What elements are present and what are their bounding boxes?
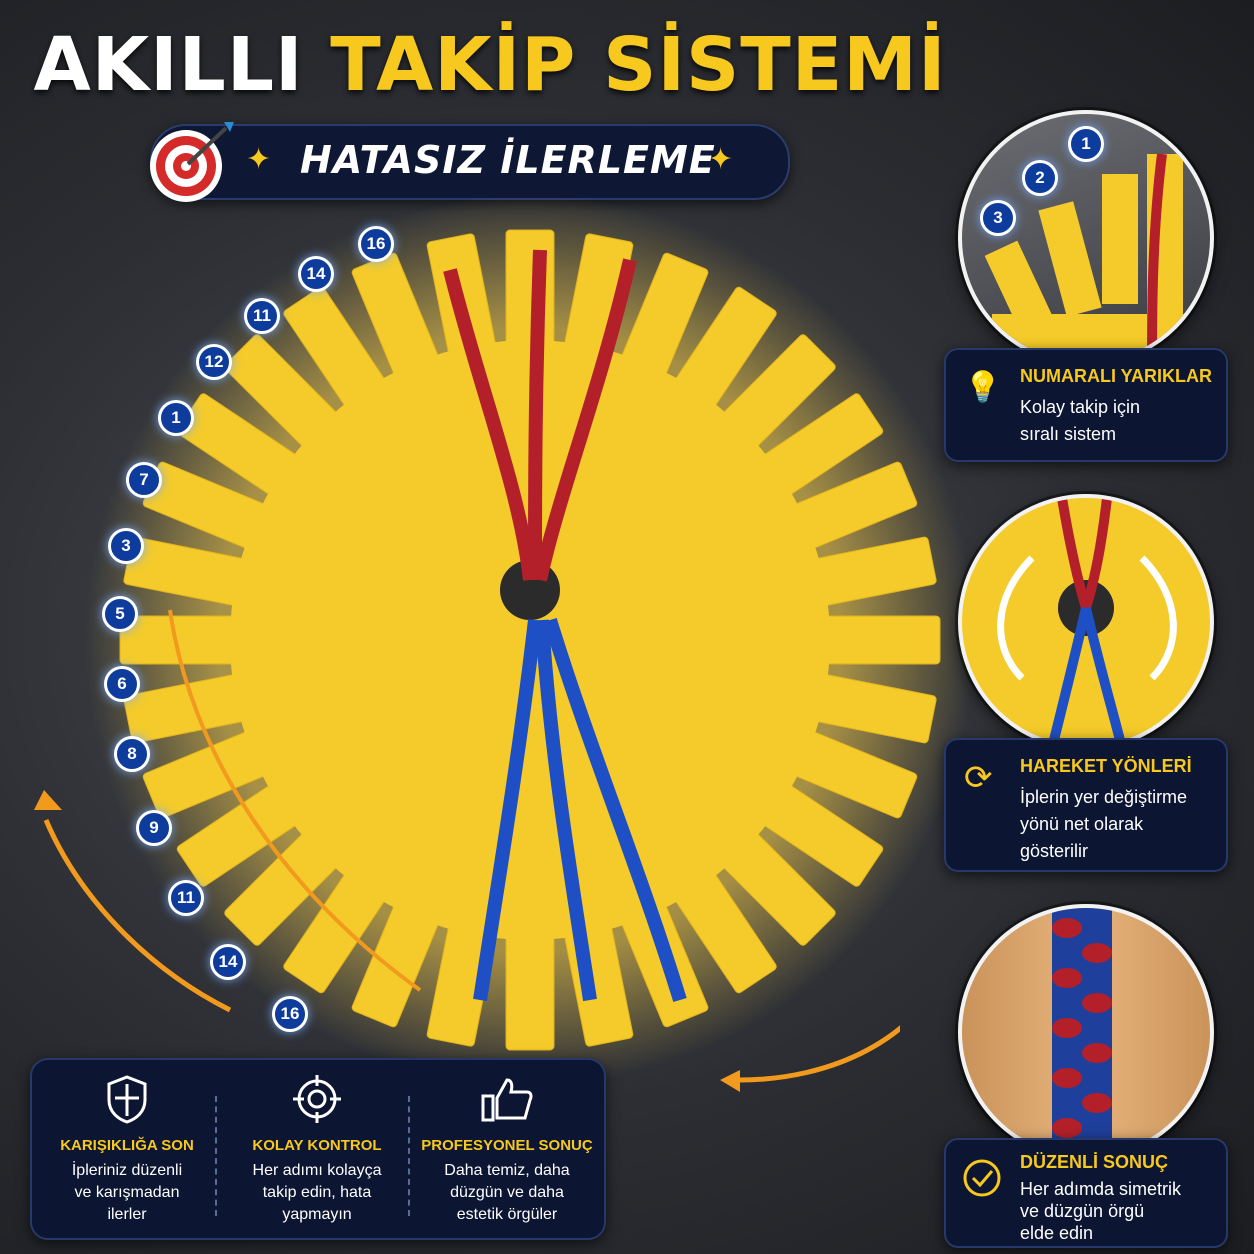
sparkle-icon: ✦: [708, 143, 734, 176]
braiding-disk: [85, 195, 975, 1085]
step-number-badge: 2: [1022, 160, 1058, 196]
wheel-number-badge: 14: [210, 944, 246, 980]
blue-cord: [473, 619, 542, 1002]
card-text: sıralı sistem: [1020, 424, 1117, 444]
direction-arrows: [34, 790, 900, 1092]
card-text: yönü net olarak: [1020, 814, 1144, 834]
target-arrow-icon: [150, 122, 234, 202]
target-icon: [293, 1075, 341, 1123]
wheel-number-badge: 9: [136, 810, 172, 846]
shield-icon: [107, 1075, 147, 1124]
card-text: İplerin yer değiştirme: [1020, 787, 1188, 807]
red-cord: [533, 258, 637, 582]
check-circle-icon: [963, 1159, 1001, 1197]
wheel-number-badge: 3: [108, 528, 144, 564]
blue-cord: [543, 617, 687, 1003]
card-text: gösterilir: [1020, 841, 1089, 861]
wheel-number-badge: 16: [272, 996, 308, 1032]
closeup-rotation-photo: [958, 494, 1214, 750]
wheel-number-badge: 12: [196, 344, 232, 380]
subtitle: HATASIZ İLERLEME: [300, 138, 716, 182]
feature-heading: KARIŞIKLIĞA SON: [60, 1137, 194, 1154]
wheel-number-badge: 14: [298, 256, 334, 292]
thumbs-up-icon: [481, 1078, 533, 1122]
feature-heading: PROFESYONEL SONUÇ: [421, 1137, 593, 1154]
card-text: Kolay takip için: [1020, 397, 1141, 417]
wheel-number-badge: 16: [358, 226, 394, 262]
lightbulb-icon: 💡: [964, 371, 1002, 404]
card-text: elde edin: [1020, 1223, 1094, 1243]
red-cord: [443, 268, 537, 581]
finished-braid-photo: [958, 904, 1214, 1160]
title-white: AKILLI: [33, 22, 304, 108]
feature-card-neat-result: DÜZENLİ SONUÇ Her adımda simetrik ve düz…: [944, 1138, 1228, 1248]
card-text: Her adımda simetrik: [1020, 1179, 1182, 1199]
wheel-number-badge: 7: [126, 462, 162, 498]
card-heading: DÜZENLİ SONUÇ: [1020, 1152, 1168, 1172]
title-yellow: TAKİP SİSTEMİ: [330, 22, 947, 108]
subtitle-pill: [150, 124, 790, 200]
wheel-number-badge: 6: [104, 666, 140, 702]
step-number-badge: 1: [1068, 126, 1104, 162]
page-title: AKILLI TAKİP SİSTEMİ: [0, 22, 980, 108]
red-cord: [528, 249, 547, 581]
wheel-number-badge: 1: [158, 400, 194, 436]
wheel-number-badge: 11: [244, 298, 280, 334]
sparkle-icon: ✦: [246, 143, 272, 176]
wheel-number-badge: 11: [168, 880, 204, 916]
card-heading: NUMARALI YARIKLAR: [1020, 366, 1213, 386]
card-heading: HAREKET YÖNLERİ: [1020, 756, 1192, 776]
feature-card-movement-directions: ⟳ HAREKET YÖNLERİ İplerin yer değiştirme…: [944, 738, 1228, 872]
wheel-number-badge: 8: [114, 736, 150, 772]
step-number-badge: 3: [980, 200, 1016, 236]
wheel-number-badge: 5: [102, 596, 138, 632]
rotate-icon: ⟳: [964, 759, 993, 797]
feature-heading: KOLAY KONTROL: [252, 1137, 382, 1154]
blue-cord: [535, 619, 597, 1002]
card-text: ve düzgün örgü: [1020, 1201, 1145, 1221]
feature-card-numbered-slots: 💡 NUMARALI YARIKLAR Kolay takip için sır…: [944, 348, 1228, 462]
